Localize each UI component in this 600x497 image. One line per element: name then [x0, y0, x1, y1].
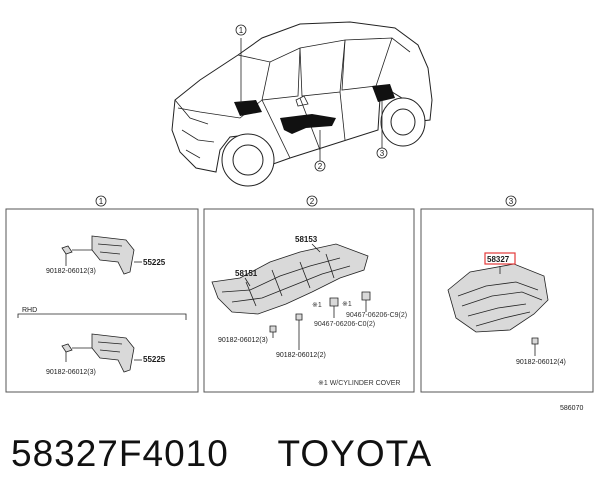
part-55225-upper — [91, 235, 135, 275]
footnote-cylinder-cover: ※1 W/CYLINDER COVER — [318, 380, 401, 387]
bolt-upper — [61, 245, 73, 255]
svg-text:1: 1 — [99, 197, 104, 206]
svg-text:1: 1 — [239, 26, 244, 35]
label-58153: 58153 — [295, 235, 318, 244]
panel-1-number: 1 — [95, 195, 107, 207]
svg-text:2: 2 — [318, 162, 323, 171]
rhd-label: RHD — [22, 307, 37, 314]
label-bolt-lower: 90182-06012(3) — [46, 369, 96, 376]
bolt-panel3 — [531, 337, 539, 345]
car-illustration — [171, 21, 433, 187]
svg-text:3: 3 — [380, 149, 385, 158]
part-58153-58151 — [211, 243, 369, 315]
note-mark-2: ※1 — [342, 301, 352, 308]
panel-2-number: 2 — [306, 195, 318, 207]
svg-text:2: 2 — [310, 197, 315, 206]
brand-name: TOYOTA — [277, 433, 433, 474]
label-bolt-panel3: 90182-06012(4) — [516, 359, 566, 366]
label-58327: 58327 — [487, 255, 510, 264]
callout-3-top: 3 — [376, 147, 388, 159]
underbody-cover-front — [234, 100, 262, 116]
label-bolt-panel2-right: 90182-06012(2) — [276, 352, 326, 359]
label-clip-c0: 90467-06206-C0(2) — [314, 321, 375, 328]
note-mark-1: ※1 — [312, 302, 322, 309]
bolt-panel2-right — [295, 313, 303, 321]
label-bolt-panel2-left: 90182-06012(3) — [218, 337, 268, 344]
svg-text:3: 3 — [509, 197, 514, 206]
clip-1 — [361, 291, 371, 301]
footer: 58327F4010 TOYOTA — [11, 433, 470, 475]
panel-3: 58327 90182-06012(4) — [420, 208, 594, 393]
panel-1: 55225 90182-06012(3) RHD 55225 90182-060… — [5, 208, 199, 393]
clip-2 — [329, 297, 339, 307]
bolt-panel2-left — [269, 325, 277, 333]
label-55225-upper: 55225 — [143, 258, 166, 267]
label-58151: 58151 — [235, 269, 258, 278]
label-clip-c9: 90467-06206-C9(2) — [346, 312, 407, 319]
label-55225-lower: 55225 — [143, 355, 166, 364]
underbody-cover-center — [280, 114, 336, 134]
panel-3-number: 3 — [505, 195, 517, 207]
underbody-cover-rear — [372, 84, 395, 102]
bolt-lower — [61, 343, 73, 353]
part-number: 58327F4010 — [11, 433, 229, 474]
highlight-58327 — [484, 252, 516, 265]
part-55225-lower — [91, 333, 135, 373]
callout-1-top: 1 — [235, 24, 247, 36]
panel-2: 58153 58151 ※1 ※1 90467-06206-C9(2) 9046… — [203, 208, 415, 393]
diagram-code: 586070 — [560, 405, 583, 412]
callout-2-top: 2 — [314, 160, 326, 172]
label-bolt-upper: 90182-06012(3) — [46, 268, 96, 275]
